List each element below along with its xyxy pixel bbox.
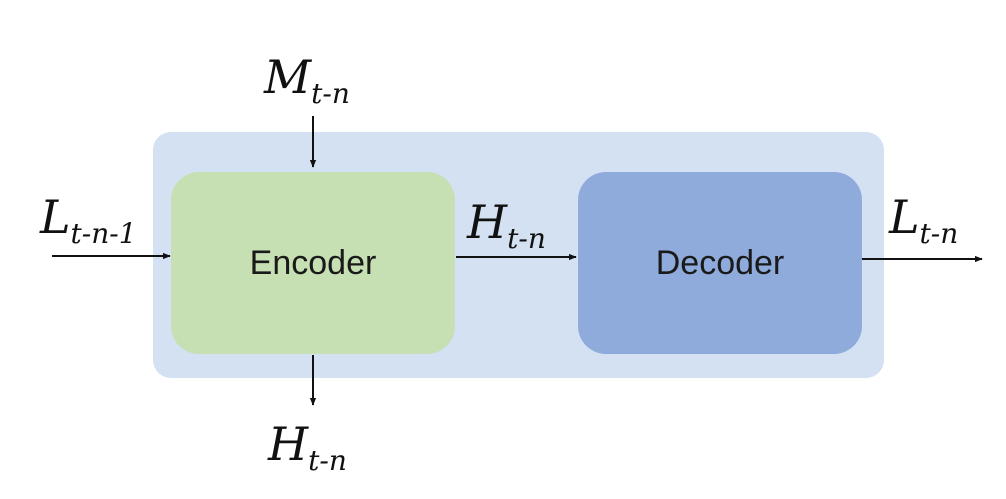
label-h-t-n-bottom: Ht-n: [267, 417, 347, 477]
label-h-t-n-bottom-sub: t-n: [308, 444, 347, 477]
label-h-t-n-mid-sub: t-n: [507, 222, 546, 255]
label-l-t-n-1: Lt-n-1: [39, 190, 137, 250]
label-l-t-n-out-sub: t-n: [920, 217, 959, 250]
label-h-t-n-bottom-base: H: [267, 417, 309, 471]
label-m-t-n-base: M: [263, 50, 313, 104]
label-l-t-n-1-base: L: [39, 190, 71, 244]
encoder-label: Encoder: [250, 244, 377, 282]
label-m-t-n: Mt-n: [263, 50, 350, 110]
decoder-block: [578, 172, 862, 354]
label-l-t-n-out: Lt-n: [888, 190, 958, 250]
label-h-t-n-mid-base: H: [466, 195, 508, 249]
label-h-t-n-mid: Ht-n: [466, 195, 546, 255]
label-l-t-n-1-sub: t-n-1: [71, 217, 137, 250]
encoder-block: [171, 172, 455, 354]
label-l-t-n-out-base: L: [888, 190, 920, 244]
label-m-t-n-sub: t-n: [311, 77, 350, 110]
decoder-label: Decoder: [656, 244, 785, 282]
